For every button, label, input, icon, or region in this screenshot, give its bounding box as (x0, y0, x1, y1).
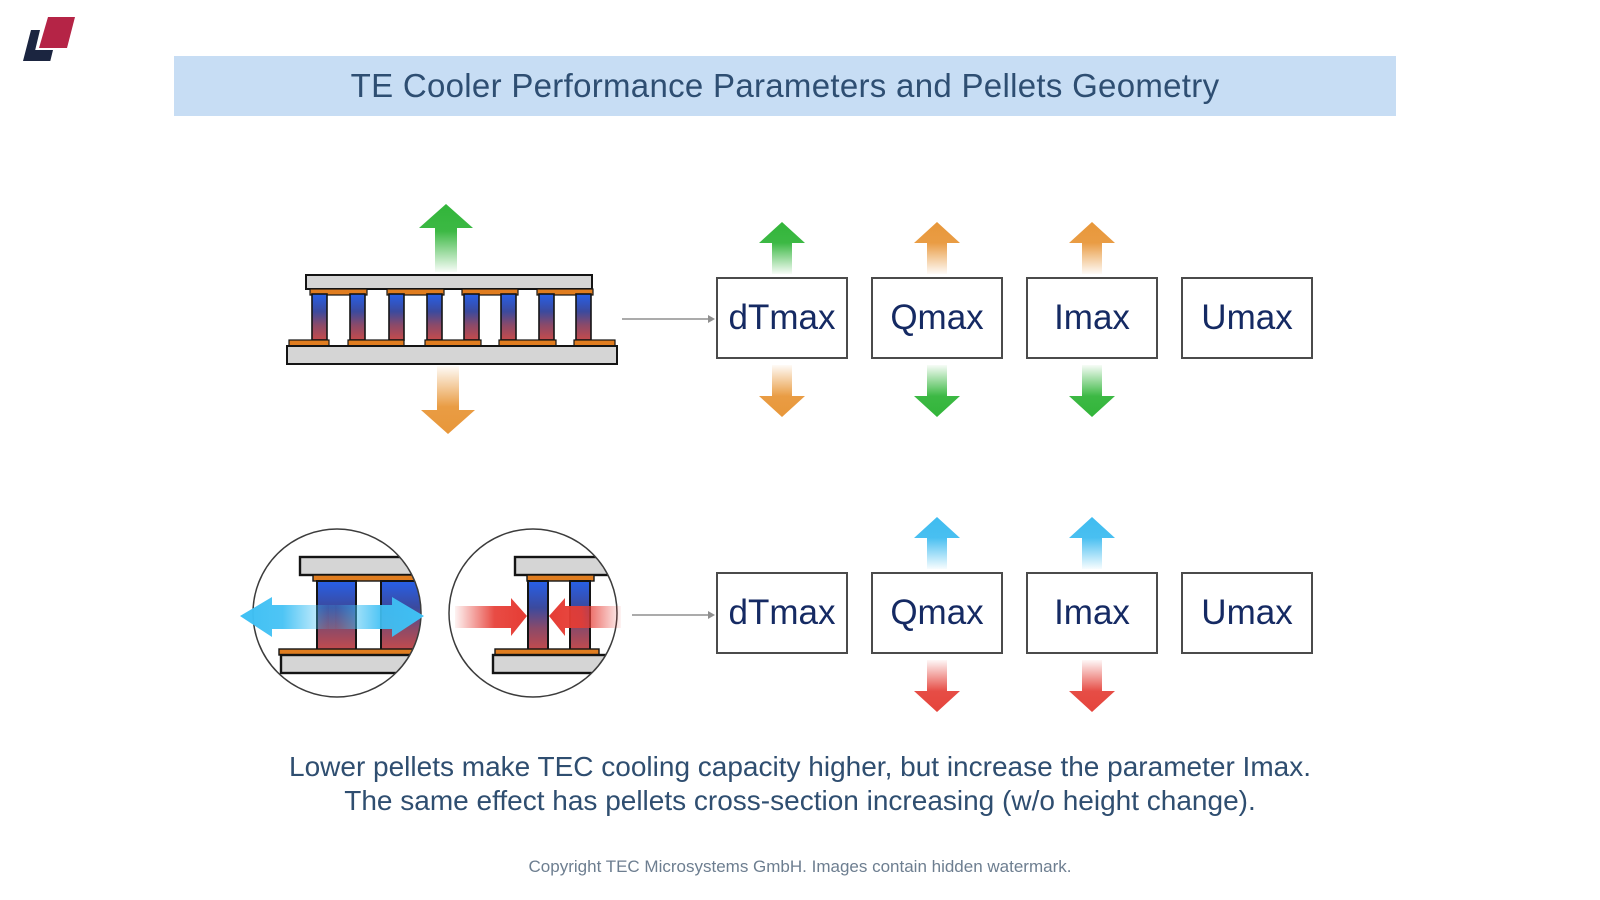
param-box-bottom-umax: Umax (1181, 572, 1313, 654)
param-box-top-imax: Imax (1026, 277, 1158, 359)
green-down-arrow-icon (1069, 365, 1115, 417)
green-up-arrow-icon (759, 222, 805, 274)
cross-section-decrease-scene (491, 555, 617, 675)
tec-microsystems-logo-icon (23, 17, 75, 61)
note-line-1: Lower pellets make TEC cooling capacity … (289, 751, 1311, 782)
heat-down-orange-arrow-icon (421, 366, 475, 434)
connector-line-bottom (632, 611, 715, 619)
heat-up-green-arrow-icon (419, 204, 473, 272)
red-right-arrow-icon (455, 598, 527, 636)
param-label: dTmax (728, 298, 836, 337)
red-down-arrow-icon (914, 660, 960, 712)
param-label: dTmax (728, 593, 836, 632)
note-line-2: The same effect has pellets cross-sectio… (344, 785, 1256, 816)
blue-up-arrow-icon (1069, 517, 1115, 569)
orange-down-arrow-icon (759, 365, 805, 417)
title-bar: TE Cooler Performance Parameters and Pel… (174, 56, 1396, 116)
connector-line-top (622, 315, 715, 323)
copyright-text: Copyright TEC Microsystems GmbH. Images … (528, 857, 1072, 876)
red-down-arrow-icon (1069, 660, 1115, 712)
note-text: Lower pellets make TEC cooling capacity … (0, 750, 1600, 818)
red-left-arrow-icon (549, 598, 621, 636)
param-label: Umax (1201, 593, 1293, 632)
orange-up-arrow-icon (914, 222, 960, 274)
param-box-top-umax: Umax (1181, 277, 1313, 359)
green-down-arrow-icon (914, 365, 960, 417)
pellet-cross-section-circles (240, 528, 621, 698)
top-copper-pads (309, 288, 594, 296)
bottom-copper-pads (288, 339, 616, 347)
param-box-bottom-imax: Imax (1026, 572, 1158, 654)
param-label: Qmax (890, 593, 984, 632)
pellets (311, 293, 592, 341)
cross-section-increase-scene (278, 555, 421, 675)
param-label: Imax (1054, 593, 1130, 632)
orange-up-arrow-icon (1069, 222, 1115, 274)
param-box-bottom-qmax: Qmax (871, 572, 1003, 654)
param-box-top-qmax: Qmax (871, 277, 1003, 359)
blue-up-arrow-icon (914, 517, 960, 569)
param-box-bottom-dtmax: dTmax (716, 572, 848, 654)
param-label: Umax (1201, 298, 1293, 337)
page-title: TE Cooler Performance Parameters and Pel… (350, 67, 1220, 104)
cyan-left-arrow-icon (240, 597, 335, 637)
tec-module-illustration (286, 274, 618, 365)
cyan-right-arrow-icon (329, 597, 424, 637)
param-box-top-dtmax: dTmax (716, 277, 848, 359)
param-label: Qmax (890, 298, 984, 337)
param-label: Imax (1054, 298, 1130, 337)
